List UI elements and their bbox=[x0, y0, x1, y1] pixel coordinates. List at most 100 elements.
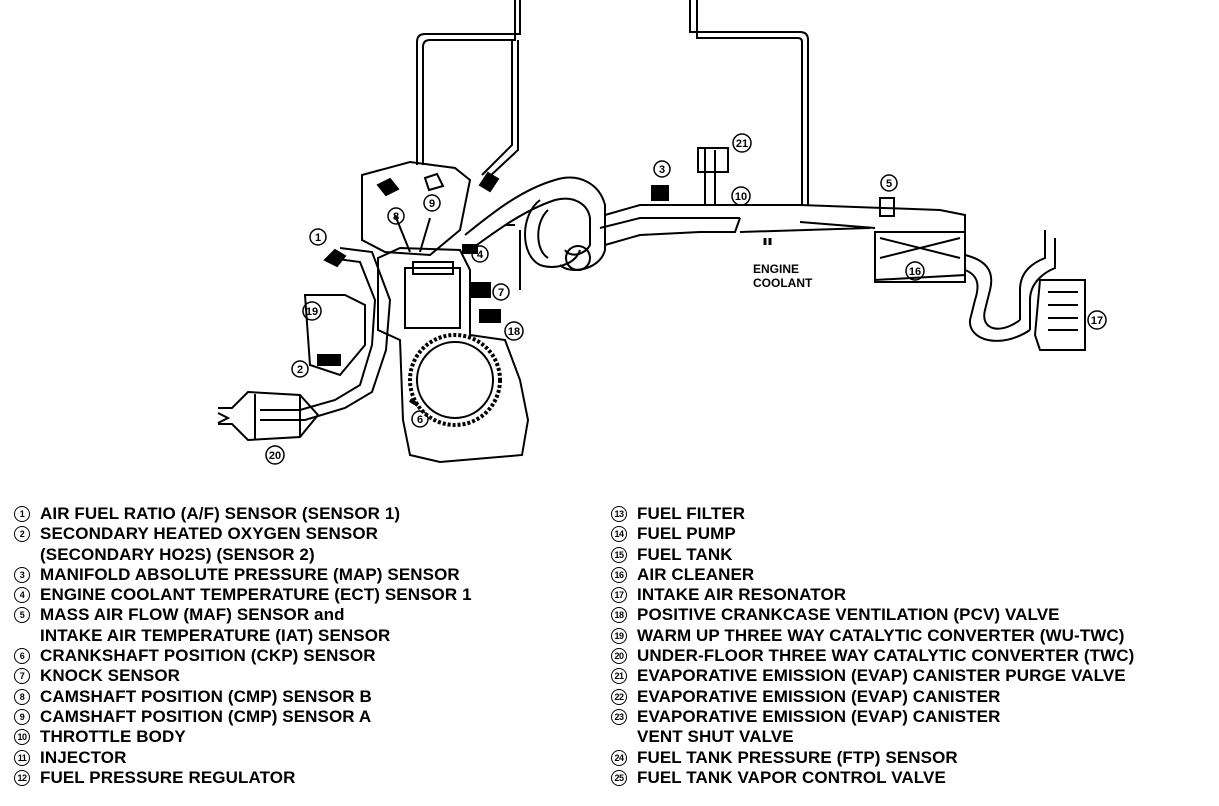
svg-text:17: 17 bbox=[1091, 315, 1103, 327]
legend-number: 20 bbox=[611, 648, 627, 665]
intake-manifold bbox=[462, 147, 966, 323]
legend-number: 6 bbox=[14, 648, 30, 665]
callout-2: 2 bbox=[291, 360, 309, 378]
legend-number: 14 bbox=[611, 526, 627, 543]
legend-number: 4 bbox=[14, 587, 30, 604]
callout-18: 18 bbox=[504, 321, 524, 341]
callout-5: 5 bbox=[880, 174, 898, 192]
legend-text: THROTTLE BODY bbox=[40, 727, 186, 747]
legend-number: 24 bbox=[611, 749, 627, 766]
callout-17: 17 bbox=[1087, 310, 1107, 330]
legend-text: FUEL FILTER bbox=[637, 504, 746, 523]
legend-text: INTAKE AIR RESONATOR bbox=[637, 585, 847, 605]
legend-text: FUEL PRESSURE REGULATOR bbox=[40, 767, 296, 787]
legend-number: 3 bbox=[14, 566, 30, 583]
legend-text: SECONDARY HEATED OXYGEN SENSOR (SECONDAR… bbox=[40, 524, 379, 564]
callout-19: 19 bbox=[302, 301, 322, 321]
legend-text: EVAPORATIVE EMISSION (EVAP) CANISTER PUR… bbox=[637, 666, 1126, 686]
intake-air-resonator bbox=[1019, 230, 1086, 351]
legend-item: 10 THROTTLE BODY bbox=[14, 727, 594, 747]
cylinder-head bbox=[361, 160, 500, 257]
legend-text: MASS AIR FLOW (MAF) SENSOR and INTAKE AI… bbox=[40, 605, 391, 645]
legend-number: 15 bbox=[611, 546, 627, 563]
svg-text:9: 9 bbox=[429, 198, 435, 210]
legend-number: 21 bbox=[611, 668, 627, 685]
legend-text: CAMSHAFT POSITION (CMP) SENSOR B bbox=[40, 686, 372, 706]
callout-21: 21 bbox=[732, 133, 752, 153]
callout-16: 16 bbox=[905, 261, 925, 281]
legend-text: AIR CLEANER bbox=[637, 564, 755, 584]
legend-item: 6 CRANKSHAFT POSITION (CKP) SENSOR bbox=[14, 646, 594, 666]
legend-text: AIR FUEL RATIO (A/F) SENSOR (SENSOR 1) bbox=[40, 504, 401, 523]
legend-right: 13 FUEL FILTER 14 FUEL PUMP 15 FUEL TANK 16 AIR… bbox=[611, 504, 1211, 788]
legend-item: 24 FUEL TANK PRESSURE (FTP) SENSOR bbox=[611, 748, 1211, 768]
svg-text:ENGINE: ENGINE bbox=[753, 262, 799, 276]
svg-text:21: 21 bbox=[736, 138, 748, 150]
legend-item: 23 EVAPORATIVE EMISSION (EVAP) CANISTER V… bbox=[611, 707, 1211, 748]
legend-number: 18 bbox=[611, 607, 627, 624]
legend-number: 23 bbox=[611, 708, 627, 725]
svg-text:19: 19 bbox=[306, 306, 318, 318]
legend-item: 5 MASS AIR FLOW (MAF) SENSOR and INTAKE A… bbox=[14, 605, 594, 646]
svg-text:COOLANT: COOLANT bbox=[753, 276, 813, 290]
legend-text: FUEL PUMP bbox=[637, 524, 736, 544]
legend-item: 11 INJECTOR bbox=[14, 748, 594, 768]
legend-number: 16 bbox=[611, 566, 627, 583]
svg-text:10: 10 bbox=[735, 191, 747, 203]
legend-number: 2 bbox=[14, 526, 30, 543]
legend-text: WARM UP THREE WAY CATALYTIC CONVERTER (W… bbox=[637, 625, 1125, 645]
legend-number: 17 bbox=[611, 587, 627, 604]
svg-text:16: 16 bbox=[909, 266, 921, 278]
engine-emission-diagram: 1 2 3 4 5 6 7 8 9 10 16 17 18 19 20 21 E… bbox=[217, 0, 1107, 465]
callout-10: 10 bbox=[731, 186, 751, 206]
legend-number: 5 bbox=[14, 607, 30, 624]
svg-text:3: 3 bbox=[659, 164, 665, 176]
engine-coolant-label: ENGINE COOLANT bbox=[753, 262, 813, 290]
legend-number: 7 bbox=[14, 668, 30, 685]
callout-4: 4 bbox=[471, 245, 489, 263]
air-cleaner bbox=[874, 231, 1031, 342]
legend-text: MANIFOLD ABSOLUTE PRESSURE (MAP) SENSOR bbox=[40, 564, 460, 584]
legend-number: 8 bbox=[14, 688, 30, 705]
legend-item: 22 EVAPORATIVE EMISSION (EVAP) CANISTER bbox=[611, 687, 1211, 707]
callout-9: 9 bbox=[423, 194, 441, 212]
legend-text: CRANKSHAFT POSITION (CKP) SENSOR bbox=[40, 646, 376, 666]
legend-text: EVAPORATIVE EMISSION (EVAP) CANISTER VEN… bbox=[637, 706, 1001, 747]
legend-item: 16 AIR CLEANER bbox=[611, 565, 1211, 585]
callout-6: 6 bbox=[411, 410, 429, 428]
svg-text:18: 18 bbox=[508, 326, 520, 338]
legend-item: 17 INTAKE AIR RESONATOR bbox=[611, 585, 1211, 605]
legend-item: 15 FUEL TANK bbox=[611, 545, 1211, 565]
callout-7: 7 bbox=[492, 283, 510, 301]
callout-20: 20 bbox=[265, 445, 285, 465]
legend-text: EVAPORATIVE EMISSION (EVAP) CANISTER bbox=[637, 686, 1001, 706]
legend-item: 21 EVAPORATIVE EMISSION (EVAP) CANISTER P… bbox=[611, 666, 1211, 686]
legend-text: FUEL TANK bbox=[637, 544, 733, 564]
legend-number: 19 bbox=[611, 627, 627, 644]
legend-text: FUEL TANK PRESSURE (FTP) SENSOR bbox=[637, 747, 958, 767]
legend-text: CAMSHAFT POSITION (CMP) SENSOR A bbox=[40, 706, 372, 726]
svg-text:7: 7 bbox=[498, 287, 504, 299]
svg-text:1: 1 bbox=[315, 232, 321, 244]
legend-number: 10 bbox=[14, 729, 30, 746]
callout-8: 8 bbox=[387, 207, 405, 225]
legend-text: INJECTOR bbox=[40, 747, 127, 767]
svg-text:6: 6 bbox=[417, 414, 423, 426]
legend-item: 14 FUEL PUMP bbox=[611, 524, 1211, 544]
legend-item: 2 SECONDARY HEATED OXYGEN SENSOR (SECONDA… bbox=[14, 524, 594, 565]
svg-text:8: 8 bbox=[393, 211, 399, 223]
legend-number: 11 bbox=[14, 749, 30, 766]
legend-number: 13 bbox=[611, 506, 627, 522]
legend-number: 22 bbox=[611, 688, 627, 705]
legend-number: 25 bbox=[611, 769, 627, 786]
vapor-lines bbox=[416, 0, 809, 205]
